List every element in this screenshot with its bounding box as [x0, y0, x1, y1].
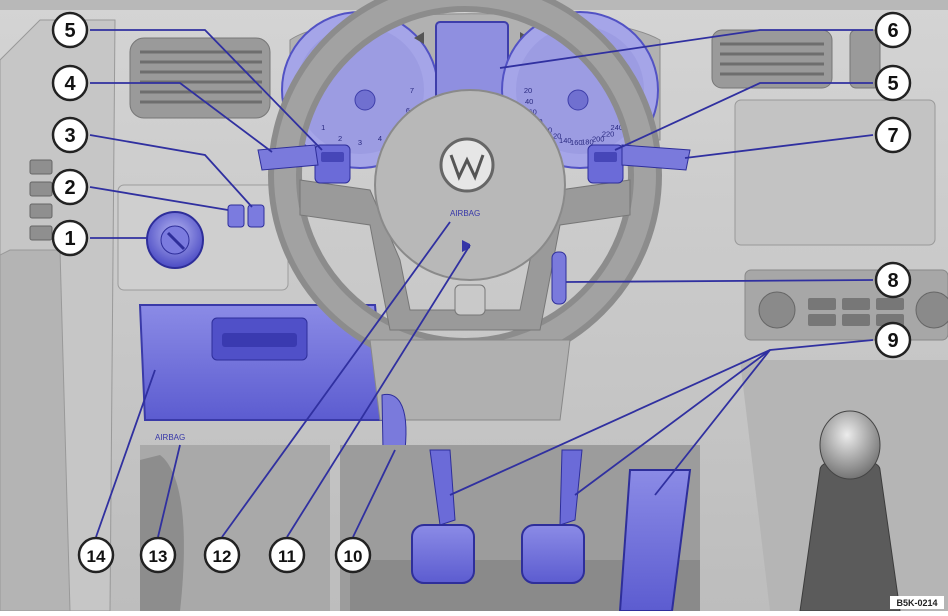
callout-number: 5: [887, 73, 898, 95]
callout-number: 14: [87, 547, 106, 566]
tachometer-tick-label: 1: [321, 123, 325, 132]
callout-6: 6: [876, 13, 910, 47]
speedometer-tick-label: 40: [525, 97, 533, 106]
tachometer-tick-label: 7: [410, 86, 414, 95]
callout-number: 7: [887, 125, 898, 147]
headlight-range-control: [228, 205, 244, 227]
steering-wheel-airbag-label: AIRBAG: [450, 209, 480, 218]
callout-number: 2: [64, 177, 75, 199]
callout-12: 12: [205, 538, 239, 572]
wiper-lever: [622, 145, 690, 170]
callout-number: 12: [213, 547, 232, 566]
passenger-airbag-label: AIRBAG: [155, 433, 185, 442]
ignition-lock: [552, 252, 566, 304]
multifunction-buttons-right: [588, 145, 623, 183]
right-air-vent: [712, 30, 880, 88]
figure-code: B5K-0214: [896, 598, 937, 608]
callout-1: 1: [53, 221, 87, 255]
callout-5: 5: [876, 66, 910, 100]
callout-11: 11: [270, 538, 304, 572]
callout-9: 9: [876, 323, 910, 357]
callout-number: 1: [64, 228, 75, 250]
callout-2: 2: [53, 170, 87, 204]
callout-7: 7: [876, 118, 910, 152]
speedometer-tick-label: 20: [524, 86, 532, 95]
callout-number: 13: [149, 547, 168, 566]
callout-13: 13: [141, 538, 175, 572]
light-switch: [147, 212, 203, 268]
multifunction-buttons-left: [315, 145, 350, 183]
instrument-lighting-control: [248, 205, 264, 227]
callout-number: 5: [64, 20, 75, 42]
callout-number: 10: [344, 547, 363, 566]
callout-4: 4: [53, 66, 87, 100]
callout-14: 14: [79, 538, 113, 572]
tachometer-tick-label: 2: [338, 134, 342, 143]
left-air-vent: [130, 38, 270, 118]
callout-8: 8: [876, 263, 910, 297]
tachometer-tick-label: 4: [378, 134, 382, 143]
callout-number: 4: [64, 73, 76, 95]
callout-number: 9: [887, 330, 898, 352]
callout-number: 3: [64, 125, 75, 147]
callout-10: 10: [336, 538, 370, 572]
tachometer-tick-label: 3: [358, 138, 362, 147]
callout-number: 11: [278, 547, 296, 566]
callout-number: 8: [887, 270, 898, 292]
callout-number: 6: [887, 20, 898, 42]
callout-5: 5: [53, 13, 87, 47]
callout-3: 3: [53, 118, 87, 152]
